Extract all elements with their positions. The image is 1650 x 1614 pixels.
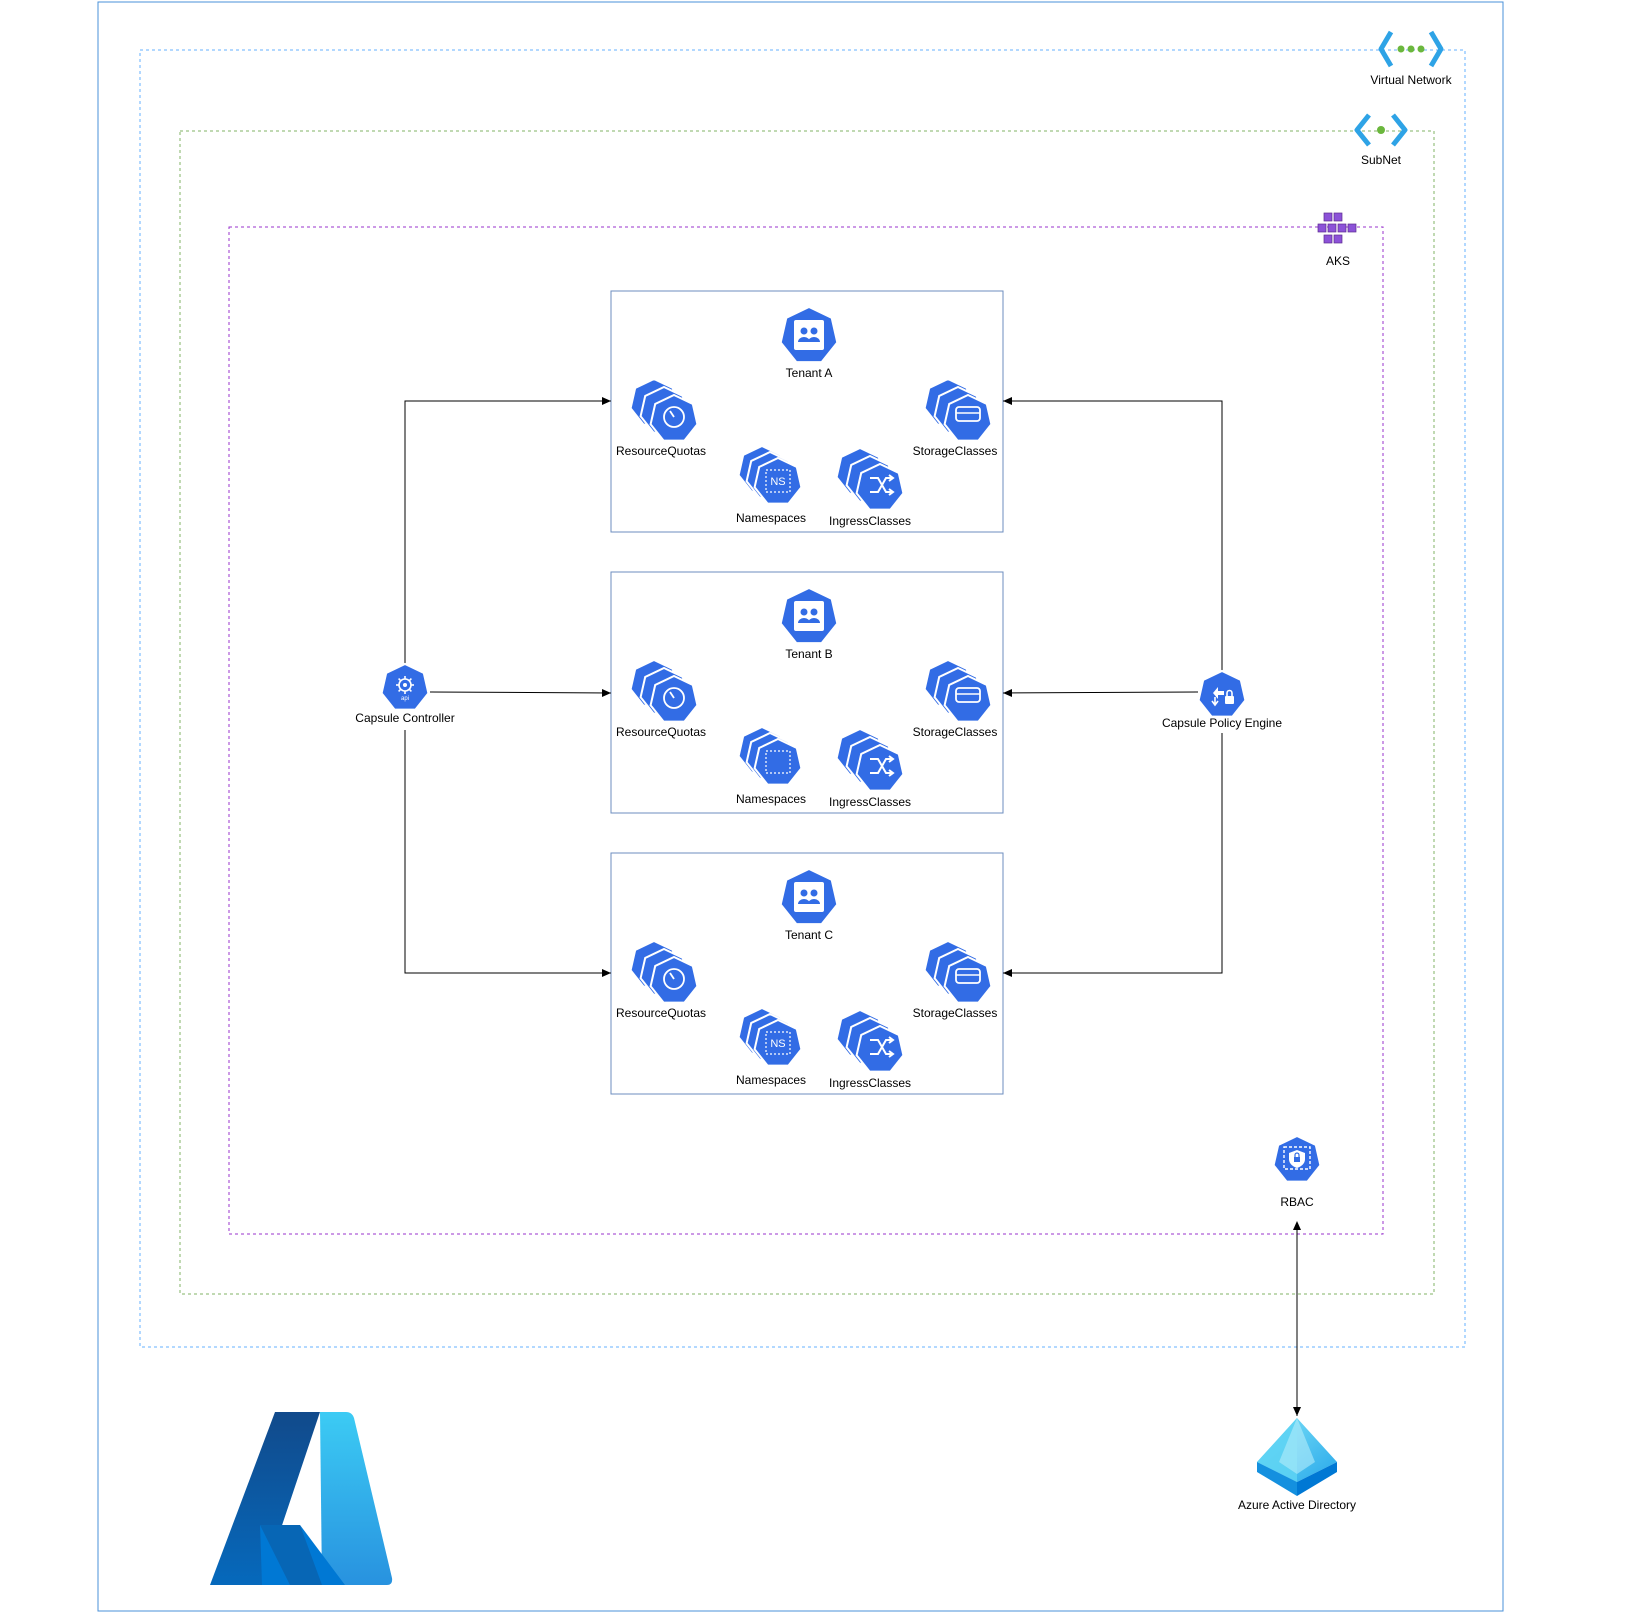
ns-badge-text: NS [770, 476, 785, 488]
capsule-controller-icon: api [380, 662, 430, 711]
namespaces-icon: NS [737, 1006, 803, 1067]
policy-engine-to-tenant-c-edge [1003, 733, 1223, 977]
aks-boundary [228, 226, 1384, 1235]
tenant-name: Tenant C [784, 928, 834, 942]
ingress-classes-label: IngressClasses [828, 795, 912, 809]
controller-to-tenant-c-edge [404, 730, 611, 977]
storage-classes-label: StorageClasses [912, 1006, 998, 1020]
ns-badge-text: NS [770, 1038, 785, 1050]
api-badge-text: api [401, 696, 409, 702]
azure-logo [210, 1412, 393, 1585]
capsule-policy-engine-label: Capsule Policy Engine [1161, 716, 1283, 730]
aks-icon [1317, 212, 1357, 244]
tenant-name: Tenant B [785, 647, 833, 661]
azure-active-directory-icon [1257, 1418, 1337, 1496]
virtual-network-label: Virtual Network [1370, 73, 1452, 87]
resource-quotas-icon [629, 377, 699, 442]
rbac-label: RBAC [1280, 1195, 1314, 1209]
controller-to-tenant-a-edge [404, 397, 611, 665]
resource-quotas-label: ResourceQuotas [615, 444, 707, 458]
ingress-classes-label: IngressClasses [828, 514, 912, 528]
ingress-classes-icon [835, 446, 905, 511]
rbac-icon [1272, 1134, 1322, 1183]
storage-classes-icon [923, 658, 993, 723]
virtual-network-icon [1378, 30, 1444, 68]
subnet-icon [1354, 113, 1408, 147]
namespaces-label: Namespaces [735, 1073, 807, 1087]
resource-quotas-label: ResourceQuotas [615, 725, 707, 739]
virtual-network-boundary [139, 49, 1466, 1348]
storage-classes-icon [923, 377, 993, 442]
subnet-label: SubNet [1360, 153, 1402, 167]
capsule-policy-engine-icon [1197, 669, 1247, 718]
aks-label: AKS [1325, 254, 1351, 268]
namespaces-icon [737, 725, 803, 786]
storage-classes-label: StorageClasses [912, 725, 998, 739]
storage-classes-label: StorageClasses [912, 444, 998, 458]
resource-quotas-icon [629, 658, 699, 723]
ingress-classes-label: IngressClasses [828, 1076, 912, 1090]
policy-engine-to-tenant-b-edge [1002, 688, 1199, 697]
namespaces-icon: NS [737, 444, 803, 505]
subnet-boundary [179, 130, 1435, 1295]
capsule-controller-label: Capsule Controller [355, 711, 455, 725]
tenant-name: Tenant A [785, 366, 833, 380]
azure-active-directory-label: Azure Active Directory [1237, 1498, 1357, 1512]
namespaces-label: Namespaces [735, 792, 807, 806]
resource-quotas-icon [629, 939, 699, 1004]
resource-quotas-label: ResourceQuotas [615, 1006, 707, 1020]
tenant-b-icon [779, 586, 839, 645]
tenant-a-icon [779, 305, 839, 364]
controller-to-tenant-b-edge [429, 688, 612, 697]
tenant-c-icon [779, 867, 839, 926]
namespaces-label: Namespaces [735, 511, 807, 525]
ingress-classes-icon [835, 727, 905, 792]
ingress-classes-icon [835, 1008, 905, 1073]
azure-subscription-boundary [97, 1, 1504, 1612]
policy-engine-to-tenant-a-edge [1003, 397, 1223, 672]
storage-classes-icon [923, 939, 993, 1004]
